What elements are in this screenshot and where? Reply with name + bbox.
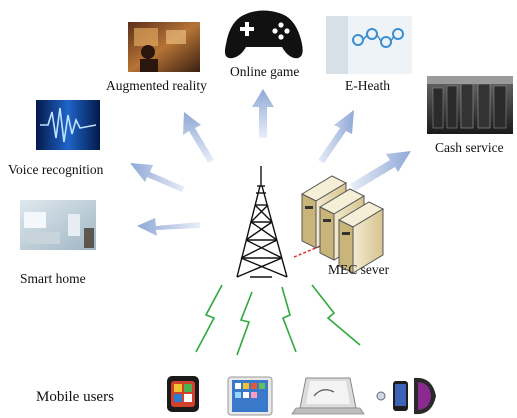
label-online-game: Online game xyxy=(230,64,300,79)
cell-tower-icon xyxy=(236,166,288,278)
mec-server-icon xyxy=(300,175,385,274)
tablet-icon xyxy=(227,376,273,416)
label-mec-server: MEC sever xyxy=(328,262,390,277)
cash-service-image xyxy=(427,76,513,134)
phone-devices-icon xyxy=(376,377,436,415)
arrow-to-augmented-reality xyxy=(183,112,214,163)
arrow-to-e-health xyxy=(318,110,354,163)
smartwatch-icon xyxy=(167,376,199,412)
arrow-to-voice-recognition xyxy=(130,163,185,192)
wireless-link-3 xyxy=(281,286,297,353)
smart-home-image xyxy=(20,200,96,250)
wireless-link-1 xyxy=(195,284,223,353)
label-voice-recognition: Voice recognition xyxy=(8,162,104,177)
wireless-links xyxy=(195,284,361,356)
label-smart-home: Smart home xyxy=(20,271,86,286)
wireless-link-4 xyxy=(311,284,361,346)
arrow-to-cash-service xyxy=(350,151,411,191)
arrow-to-smart-home xyxy=(137,218,200,236)
augmented-reality-image xyxy=(128,22,200,72)
laptop-icon xyxy=(291,377,365,415)
label-e-health: E-Heath xyxy=(345,78,390,93)
e-health-image xyxy=(326,16,412,74)
label-augmented-reality: Augmented reality xyxy=(106,78,207,93)
voice-recognition-image xyxy=(36,100,100,150)
game-controller-icon xyxy=(224,10,303,59)
arrow-to-online-game xyxy=(252,89,274,138)
label-mobile-users: Mobile users xyxy=(36,389,114,405)
label-cash-service: Cash service xyxy=(435,140,504,155)
wireless-link-2 xyxy=(236,291,253,356)
